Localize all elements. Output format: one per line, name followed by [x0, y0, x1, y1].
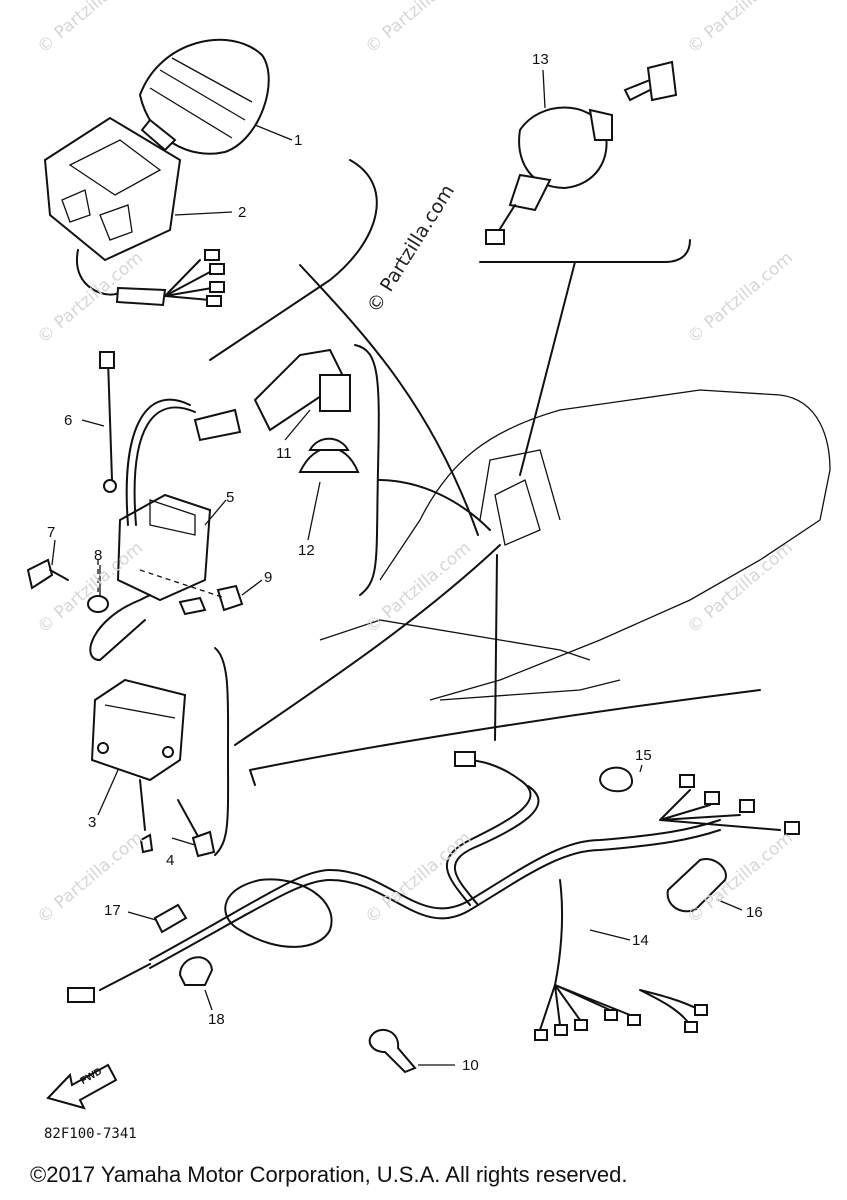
part-label-10: 10 — [462, 1057, 479, 1074]
label-leaders — [51, 69, 743, 1066]
group-bracket-14 — [249, 689, 761, 786]
part-label-11: 11 — [276, 445, 292, 462]
group-bracket-3 — [214, 647, 230, 856]
bolt-part-4 — [177, 799, 216, 858]
part-label-6: 6 — [64, 412, 73, 429]
bolt-part-7 — [26, 558, 69, 590]
group-bracket-1 — [209, 159, 378, 361]
lead-part-6 — [99, 351, 117, 493]
fwd-arrow-icon — [46, 1063, 118, 1110]
leader-key-switch — [519, 261, 576, 476]
part-label-17: 17 — [104, 902, 121, 919]
part-label-4: 4 — [166, 852, 175, 869]
tube-part-17 — [153, 903, 188, 934]
cdi-unit-part-3 — [90, 678, 187, 854]
grip-part-1 — [138, 38, 270, 155]
boot-part-16 — [666, 858, 727, 913]
part-label-18: 18 — [208, 1011, 225, 1028]
copyright-notice: ©2017 Yamaha Motor Corporation, U.S.A. A… — [30, 1162, 628, 1187]
wire-harness-part-14 — [67, 751, 800, 1041]
group-bracket-13 — [479, 239, 691, 263]
part-label-14: 14 — [632, 932, 649, 949]
parts-diagram: 1 2 3 4 5 6 7 8 9 10 11 12 13 14 15 16 1… — [26, 0, 831, 1110]
ignition-coil-part-5 — [89, 398, 212, 661]
leader-cdi — [234, 544, 501, 746]
part-label-5: 5 — [226, 489, 235, 506]
clamp-part-18 — [178, 956, 214, 986]
part-label-1: 1 — [294, 132, 303, 149]
part-label-2: 2 — [238, 204, 247, 221]
part-label-15: 15 — [635, 747, 652, 764]
part-label-12: 12 — [298, 542, 315, 559]
diagram-code: 82F100-7341 — [44, 1126, 137, 1142]
leader-grommet — [377, 479, 491, 531]
vehicle-outline — [319, 389, 831, 701]
grommet-part-15 — [598, 766, 633, 793]
nut-part-9 — [216, 584, 244, 612]
nut-leader-9 — [139, 569, 226, 599]
part-label-9: 9 — [264, 569, 273, 586]
group-bracket-5 — [354, 344, 380, 596]
key-switch-part-13 — [485, 60, 678, 245]
part-label-3: 3 — [88, 814, 97, 831]
part-label-8: 8 — [94, 547, 103, 564]
part-label-13: 13 — [532, 51, 549, 68]
plug-cap-part-11 — [193, 348, 351, 442]
part-label-16: 16 — [746, 904, 763, 921]
clamp-part-10 — [368, 1028, 417, 1074]
diagram-drawing — [26, 38, 831, 1110]
grommet-part-12 — [298, 437, 360, 473]
leader-switch — [299, 264, 479, 536]
switch-box-part-2 — [43, 116, 225, 307]
part-label-7: 7 — [47, 524, 56, 541]
leader-harness — [494, 554, 498, 741]
washer-part-8 — [87, 595, 109, 613]
